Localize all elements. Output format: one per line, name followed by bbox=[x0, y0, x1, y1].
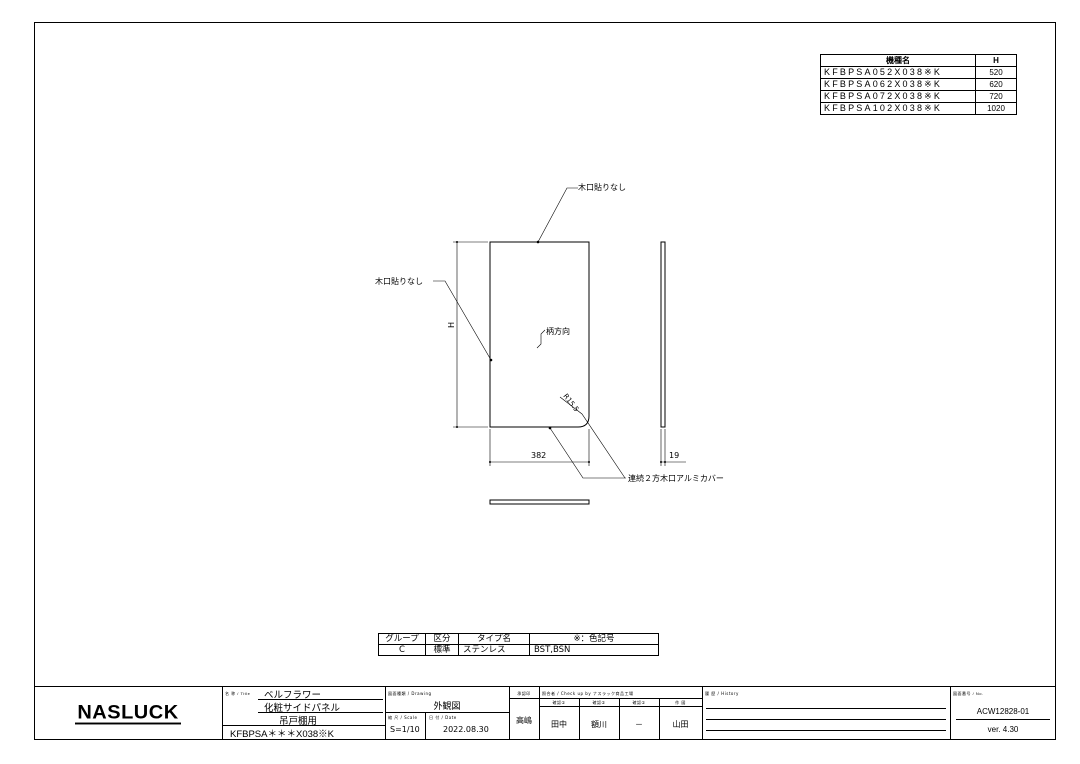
dim-dot bbox=[660, 461, 662, 463]
check-value: 山田 bbox=[672, 720, 689, 729]
drawing-version: ver. 4.30 bbox=[987, 725, 1019, 734]
group-value-type: ステンレス bbox=[458, 644, 530, 656]
leader-radius bbox=[559, 396, 626, 479]
drawing-number: ACW12828-01 bbox=[976, 707, 1030, 716]
nasluck-logo: NASLUCK bbox=[75, 702, 181, 724]
group-header-group: グループ bbox=[378, 633, 426, 645]
title-line-2: 化粧サイドパネル bbox=[264, 703, 341, 714]
grain-arrow bbox=[536, 329, 546, 349]
label-no-edge-top: 木口貼りなし bbox=[578, 183, 626, 192]
panel-front-view bbox=[489, 241, 590, 428]
check-area: 照合者 / Check up by ナスラック商品工場 確認① 確認② 確認① … bbox=[539, 687, 702, 740]
scale-value: S=1/10 bbox=[390, 725, 420, 734]
model-row: KFBPSA072X038※K 720 bbox=[820, 90, 1017, 103]
model-row: KFBPSA102X038※K 1020 bbox=[820, 102, 1017, 115]
check-header: 確認① bbox=[552, 700, 566, 705]
leader-dot-bottom bbox=[548, 426, 552, 430]
check-header: 作 図 bbox=[675, 700, 686, 705]
scale-caption: 縮 尺 / Scale bbox=[388, 715, 418, 720]
group-header-category: 区分 bbox=[425, 633, 459, 645]
dim-dot bbox=[456, 426, 458, 428]
history-caption: 履 歴 / History bbox=[705, 691, 739, 696]
group-value-color: BST,BSN bbox=[529, 644, 659, 656]
leader-bottom bbox=[549, 427, 626, 479]
logo-area: NASLUCK bbox=[34, 687, 222, 740]
dim-dot bbox=[456, 241, 458, 243]
check-caption: 照合者 / Check up by ナスラック商品工場 bbox=[542, 691, 634, 696]
leader-dot-left bbox=[489, 358, 493, 362]
model-table: 機種名 H KFBPSA052X038※K 520 KFBPSA062X038※… bbox=[820, 54, 1017, 115]
label-no-edge-left: 木口貼りなし bbox=[375, 277, 423, 286]
model-row: KFBPSA062X038※K 620 bbox=[820, 78, 1017, 91]
group-value-category: 標準 bbox=[425, 644, 459, 656]
drawing-info-area: 図面種類 / Drawing 外観図 縮 尺 / Scale S=1/10 日 … bbox=[385, 687, 509, 740]
drawing-caption: 図面種類 / Drawing bbox=[388, 691, 432, 696]
check-value: 田中 bbox=[551, 720, 567, 729]
group-table: グループ 区分 タイプ名 ※：色記号 C 標準 ステンレス BST,BSN bbox=[378, 633, 659, 656]
date-caption: 日 付 / Date bbox=[429, 715, 457, 720]
leader-left bbox=[433, 280, 492, 361]
group-table-header: グループ 区分 タイプ名 ※：色記号 bbox=[378, 633, 659, 645]
group-header-color: ※：色記号 bbox=[529, 633, 659, 645]
drawing-number-area: 図面番号 / No. ACW12828-01 ver. 4.30 bbox=[950, 687, 1056, 740]
dim-dot bbox=[588, 461, 590, 463]
label-edge-cover: 連続２方木口アルミカバー bbox=[628, 474, 724, 483]
approval-name: 高嶋 bbox=[516, 716, 532, 725]
drawing-frame bbox=[34, 22, 1056, 740]
check-header: 確認② bbox=[592, 700, 606, 705]
title-line-3: 吊戸棚用 bbox=[279, 716, 318, 727]
dim-dot bbox=[489, 461, 491, 463]
check-value: － bbox=[635, 720, 643, 729]
title-block: NASLUCK 名 称 / Title ベルフラワー 化粧サイドパネル 吊戸棚用… bbox=[34, 686, 1056, 740]
drawing-type: 外観図 bbox=[433, 702, 461, 712]
check-value: 額川 bbox=[591, 720, 607, 729]
model-row: KFBPSA052X038※K 520 bbox=[820, 66, 1017, 79]
title-line-1: ベルフラワー bbox=[264, 690, 322, 701]
dim-thickness-label: 19 bbox=[669, 451, 680, 460]
leader-top bbox=[537, 187, 578, 243]
leader-dot-top bbox=[536, 240, 540, 244]
dim-h-label: H bbox=[447, 321, 456, 328]
radius-label: R15.5 bbox=[561, 392, 580, 413]
dim-width-label: 382 bbox=[531, 451, 547, 460]
title-area: 名 称 / Title ベルフラワー 化粧サイドパネル 吊戸棚用 KFBPSA＊… bbox=[222, 687, 385, 740]
approval-caption: 承認印 bbox=[517, 691, 531, 696]
group-value-group: C bbox=[378, 644, 426, 656]
dim-dot bbox=[664, 461, 666, 463]
title-line-4: KFBPSA＊＊＊X038※K bbox=[230, 729, 335, 740]
approval-area: 承認印 高嶋 bbox=[509, 687, 539, 740]
panel-top-view bbox=[489, 499, 590, 505]
panel-side-view bbox=[660, 241, 666, 428]
check-header: 確認① bbox=[632, 700, 646, 705]
no-caption: 図面番号 / No. bbox=[953, 691, 984, 696]
label-grain-direction: 柄方向 bbox=[546, 327, 570, 336]
model-h: 1020 bbox=[975, 102, 1017, 115]
title-caption: 名 称 / Title bbox=[225, 691, 251, 696]
group-header-type: タイプ名 bbox=[458, 633, 530, 645]
group-table-row: C 標準 ステンレス BST,BSN bbox=[378, 644, 659, 656]
history-area: 履 歴 / History bbox=[702, 687, 950, 740]
date-value: 2022.08.30 bbox=[443, 725, 489, 734]
